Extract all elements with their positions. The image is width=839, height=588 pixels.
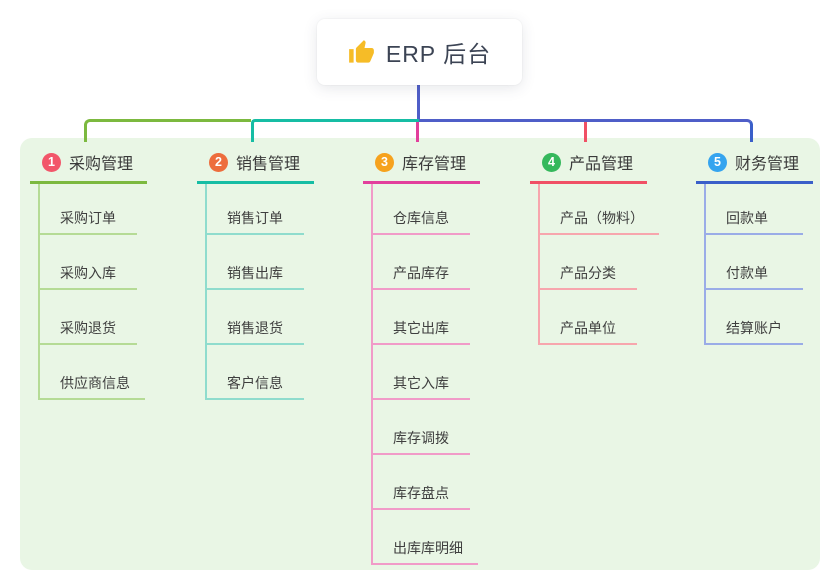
branch-number-badge: 1 (42, 152, 61, 172)
child-label: 库存调拨 (393, 430, 449, 446)
branch-children: 采购订单 采购入库 采购退货 供应商信息 (38, 184, 147, 400)
child-node[interactable]: 产品单位 (540, 290, 637, 345)
child-label: 产品库存 (393, 265, 449, 281)
child-label: 销售出库 (227, 265, 283, 281)
branch-children: 产品（物料） 产品分类 产品单位 (538, 184, 659, 345)
child-label: 产品（物料） (560, 210, 644, 226)
child-label: 仓库信息 (393, 210, 449, 226)
branch-1: 1 采购管理 采购订单 采购入库 采购退货 供应商信息 (30, 147, 147, 400)
child-label: 采购入库 (60, 265, 116, 281)
branch-children: 回款单 付款单 结算账户 (704, 184, 813, 345)
child-node[interactable]: 采购订单 (40, 184, 137, 235)
child-node[interactable]: 客户信息 (207, 345, 304, 400)
child-label: 客户信息 (227, 375, 283, 391)
child-node[interactable]: 采购退货 (40, 290, 137, 345)
branch-2: 2 销售管理 销售订单 销售出库 销售退货 客户信息 (197, 147, 314, 400)
child-node[interactable]: 其它出库 (373, 290, 470, 345)
child-node[interactable]: 其它入库 (373, 345, 470, 400)
branch-header[interactable]: 2 销售管理 (197, 147, 314, 184)
child-node[interactable]: 销售退货 (207, 290, 304, 345)
child-label: 销售退货 (227, 320, 283, 336)
child-label: 采购订单 (60, 210, 116, 226)
child-node[interactable]: 出库库明细 (373, 510, 478, 565)
branch-title: 产品管理 (569, 156, 634, 173)
child-label: 供应商信息 (60, 375, 130, 391)
child-label: 出库库明细 (393, 540, 463, 556)
child-node[interactable]: 产品分类 (540, 235, 637, 290)
thumbs-up-icon (348, 39, 375, 66)
branch-number-badge: 3 (375, 152, 394, 172)
child-node[interactable]: 产品库存 (373, 235, 470, 290)
child-node[interactable]: 库存盘点 (373, 455, 470, 510)
child-label: 采购退货 (60, 320, 116, 336)
branch-title: 财务管理 (735, 156, 800, 173)
branch-children: 销售订单 销售出库 销售退货 客户信息 (205, 184, 314, 400)
branch-header[interactable]: 1 采购管理 (30, 147, 147, 184)
branch-header[interactable]: 5 财务管理 (696, 147, 813, 184)
child-label: 库存盘点 (393, 485, 449, 501)
child-node[interactable]: 回款单 (706, 184, 803, 235)
branch-header[interactable]: 4 产品管理 (530, 147, 647, 184)
branch-header[interactable]: 3 库存管理 (363, 147, 480, 184)
root-label: ERP 后台 (385, 41, 492, 67)
branches-panel (20, 138, 820, 570)
branch-3: 3 库存管理 仓库信息 产品库存 其它出库 其它入库 库存调拨 库存盘点 出库库… (363, 147, 480, 565)
child-node[interactable]: 产品（物料） (540, 184, 659, 235)
branch-4: 4 产品管理 产品（物料） 产品分类 产品单位 (530, 147, 659, 345)
child-node[interactable]: 销售出库 (207, 235, 304, 290)
child-node[interactable]: 供应商信息 (40, 345, 145, 400)
branch-number-badge: 4 (542, 152, 561, 172)
root-node[interactable]: ERP 后台 (317, 19, 522, 85)
branch-number-badge: 5 (708, 152, 727, 172)
branch-title: 采购管理 (69, 156, 134, 173)
child-node[interactable]: 结算账户 (706, 290, 803, 345)
child-label: 结算账户 (726, 320, 782, 336)
child-node[interactable]: 仓库信息 (373, 184, 470, 235)
branch-children: 仓库信息 产品库存 其它出库 其它入库 库存调拨 库存盘点 出库库明细 (371, 184, 480, 565)
branch-title: 销售管理 (236, 156, 301, 173)
child-label: 产品单位 (560, 320, 616, 336)
child-node[interactable]: 库存调拨 (373, 400, 470, 455)
branch-title: 库存管理 (402, 156, 467, 173)
branch-number-badge: 2 (209, 152, 228, 172)
child-node[interactable]: 销售订单 (207, 184, 304, 235)
child-label: 其它入库 (393, 375, 449, 391)
child-label: 销售订单 (227, 210, 283, 226)
branch-5: 5 财务管理 回款单 付款单 结算账户 (696, 147, 813, 345)
child-node[interactable]: 付款单 (706, 235, 803, 290)
child-node[interactable]: 采购入库 (40, 235, 137, 290)
child-label: 回款单 (726, 210, 768, 226)
child-label: 产品分类 (560, 265, 616, 281)
child-label: 其它出库 (393, 320, 449, 336)
child-label: 付款单 (726, 265, 768, 281)
